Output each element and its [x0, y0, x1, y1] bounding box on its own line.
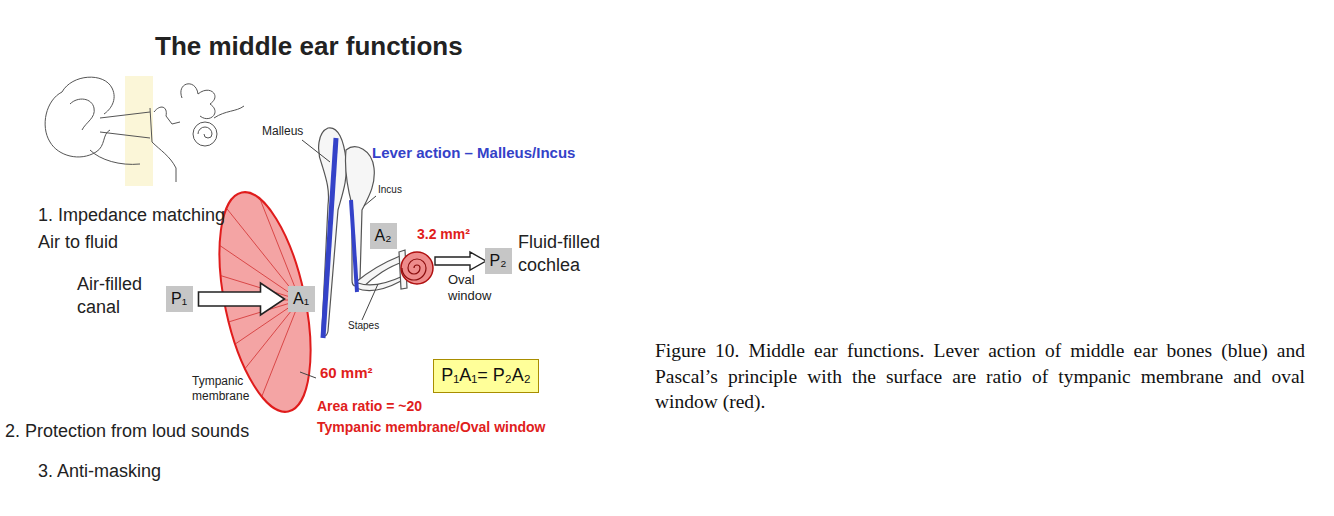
area-box: A₂	[370, 223, 397, 249]
part-name: Oval window	[448, 272, 504, 305]
dimension: 3.2 mm²	[417, 226, 470, 244]
oval-window	[401, 252, 433, 284]
leader-line	[364, 196, 376, 206]
part-name: Stapes	[348, 320, 379, 333]
pressure-arrow	[199, 283, 285, 315]
list-item: 3. Anti-masking	[38, 460, 161, 483]
part-name: Tympanic membrane	[192, 374, 254, 404]
leader-line	[302, 140, 330, 162]
highlight-band	[125, 76, 153, 186]
list-item: Air to fluid	[38, 231, 118, 254]
malleus-lever	[323, 138, 336, 338]
part-name: Air-filled canal	[77, 273, 169, 318]
node-text: P₂	[490, 251, 507, 270]
incus-bone	[345, 147, 374, 286]
dimension: 60 mm²	[320, 364, 373, 383]
ratio-label: Area ratio = ~20	[317, 398, 422, 416]
function-label: Lever action – Malleus/Incus	[372, 144, 575, 163]
equation-box: P₁A₁= P₂A₂	[433, 359, 539, 393]
node-text: P₁A₁= P₂A₂	[441, 365, 531, 387]
node-text: P₁	[171, 289, 187, 308]
pressure-box: P₁	[166, 286, 193, 312]
node-text: A₂	[375, 226, 392, 245]
part-name: Malleus	[262, 124, 303, 139]
leader-line	[300, 372, 316, 378]
part-name: Incus	[378, 184, 402, 197]
hatch-stroke	[200, 175, 300, 300]
leader-line	[362, 284, 378, 320]
title: The middle ear functions	[155, 30, 463, 63]
membrane-hatching	[140, 151, 300, 449]
figure-caption: Figure 10. Middle ear functions. Lever a…	[655, 338, 1305, 415]
stapes-bone	[356, 276, 403, 290]
hatch-stroke	[241, 300, 300, 449]
ratio-label: Tympanic membrane/Oval window	[317, 419, 545, 437]
ear-overview	[45, 77, 244, 182]
cochlea-spiral	[402, 259, 426, 280]
list-item: 1. Impedance matching	[38, 204, 225, 227]
part-name: Fluid-filled cochlea	[518, 231, 626, 276]
pressure-box: P₂	[485, 248, 512, 274]
pressure-arrow	[435, 252, 486, 270]
pressure-arrow	[435, 252, 486, 270]
hatch-stroke	[200, 300, 300, 425]
incus-lever	[351, 200, 357, 292]
area-box: A₁	[288, 286, 315, 312]
node-text: A₁	[293, 289, 309, 308]
hatch-stroke	[241, 151, 300, 300]
list-item: 2. Protection from loud sounds	[5, 420, 249, 443]
